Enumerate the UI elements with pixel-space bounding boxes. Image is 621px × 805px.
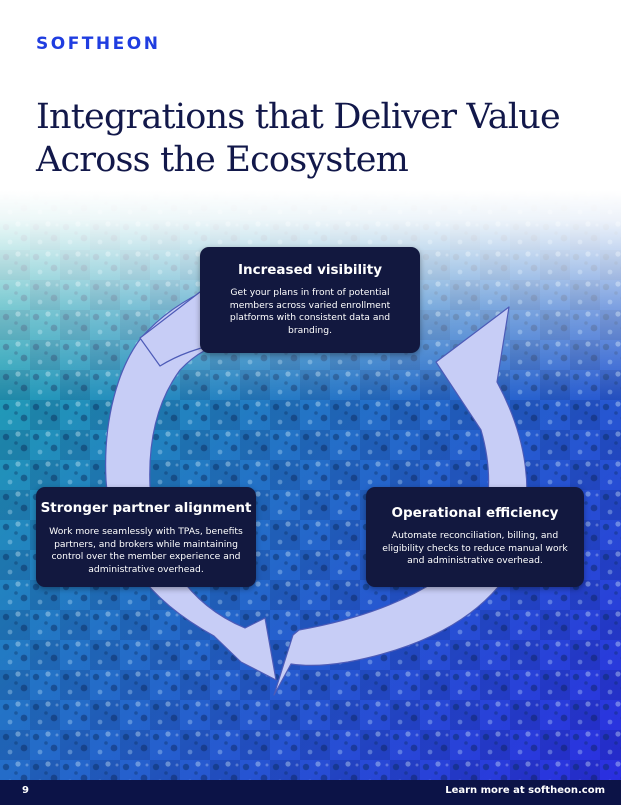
card-increased-visibility-title: Increased visibility bbox=[237, 262, 382, 278]
title-line-1: Integrations that Deliver Value bbox=[36, 97, 561, 137]
card-operational-efficiency: Operational efficiency Automate reconcil… bbox=[366, 487, 584, 587]
card-operational-efficiency-body: Automate reconciliation, billing, and el… bbox=[382, 530, 568, 566]
learn-more-link[interactable]: Learn more at softheon.com bbox=[445, 785, 605, 796]
card-operational-efficiency-title: Operational efficiency bbox=[391, 505, 559, 521]
card-stronger-partner-alignment: Stronger partner alignment Work more sea… bbox=[36, 487, 256, 587]
title-line-2: Across the Ecosystem bbox=[36, 140, 409, 180]
footer-bar: 9 Learn more at softheon.com bbox=[0, 780, 621, 805]
card-increased-visibility-body: Get your plans in front of potential mem… bbox=[229, 287, 391, 336]
page-title: Integrations that Deliver Value Across t… bbox=[36, 96, 596, 182]
page-number: 9 bbox=[22, 785, 29, 796]
card-increased-visibility: Increased visibility Get your plans in f… bbox=[200, 247, 420, 353]
softheon-logo: SOFTHEON bbox=[36, 34, 161, 54]
card-stronger-partner-alignment-title: Stronger partner alignment bbox=[40, 500, 252, 516]
card-stronger-partner-alignment-body: Work more seamlessly with TPAs, benefits… bbox=[49, 526, 243, 575]
